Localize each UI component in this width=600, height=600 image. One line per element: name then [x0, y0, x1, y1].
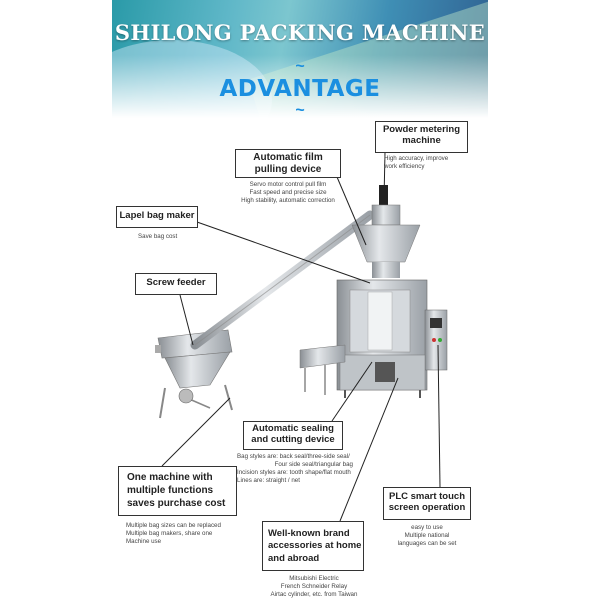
callout-lapel-bag-maker: Lapel bag maker	[116, 206, 198, 228]
callout-sealing-cutting: Automatic sealing and cutting device	[243, 421, 343, 450]
tilde-decoration: ~	[295, 102, 305, 119]
callout-description: Bag styles are: back seal/three-side sea…	[237, 453, 353, 485]
vertical-packing-machine-body	[336, 279, 448, 398]
output-conveyor	[299, 344, 346, 395]
callout-film-pulling: Automatic film pulling device	[235, 149, 341, 178]
callout-leader-lines	[161, 151, 441, 522]
callout-brand-accessories: Well-known brand accessories at home and…	[262, 521, 364, 571]
callout-multiple-functions: One machine with multiple functions save…	[118, 466, 237, 516]
callout-plc-touch-screen: PLC smart touch screen operation	[383, 487, 471, 520]
powder-metering-unit	[351, 185, 421, 278]
advantage-heading: ADVANTAGE	[219, 76, 381, 102]
brand-title: SHILONG PACKING MACHINE	[114, 20, 486, 45]
callout-powder-metering: Powder metering machine	[375, 121, 468, 153]
callout-screw-feeder: Screw feeder	[135, 273, 217, 295]
header-banner	[112, 0, 488, 118]
callout-description: Save bag cost	[138, 233, 178, 240]
tilde-decoration: ~	[295, 58, 305, 75]
